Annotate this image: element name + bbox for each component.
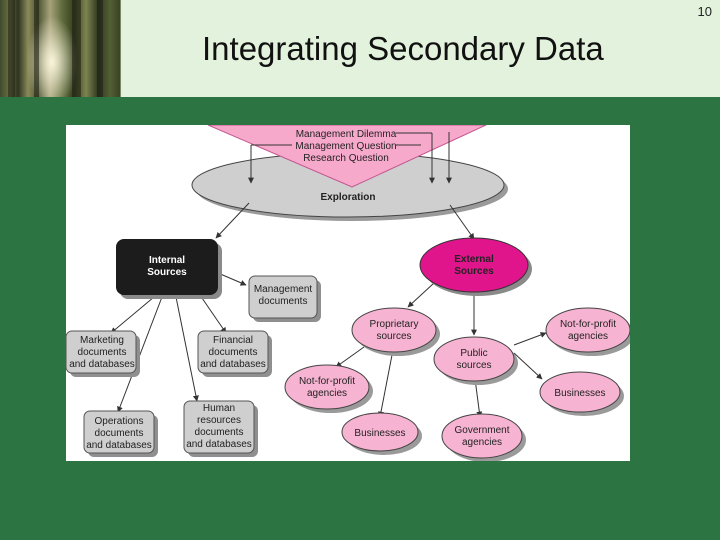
nfp-left-line-2: agencies bbox=[307, 388, 347, 399]
hr-line-3: documents bbox=[195, 427, 244, 438]
nfp-agencies-left-node: Not-for-profit agencies bbox=[284, 364, 373, 413]
forest-photo bbox=[0, 0, 121, 97]
government-line-1: Government bbox=[454, 425, 509, 436]
public-sources-node: Public sources bbox=[433, 336, 518, 385]
businesses-right-node: Businesses bbox=[539, 371, 624, 416]
connectors bbox=[110, 202, 547, 418]
operations-line-2: documents bbox=[95, 428, 144, 439]
nfp-agencies-right-node: Not-for-profit agencies bbox=[545, 307, 630, 356]
human-resources-node: Human resources documents and databases bbox=[183, 400, 258, 457]
businesses-left-label: Businesses bbox=[354, 428, 405, 439]
external-line-1: External bbox=[454, 254, 494, 265]
operations-line-3: and databases bbox=[86, 440, 152, 451]
public-line-1: Public bbox=[460, 348, 487, 359]
proprietary-line-1: Proprietary bbox=[370, 319, 419, 330]
public-line-2: sources bbox=[456, 360, 491, 371]
operations-node: Operations documents and databases bbox=[83, 410, 158, 457]
slide-number: 10 bbox=[697, 4, 712, 19]
hr-line-1: Human bbox=[203, 403, 235, 414]
funnel-label-3: Research Question bbox=[303, 153, 389, 164]
proprietary-line-2: sources bbox=[376, 331, 411, 342]
secondary-data-diagram: Management Dilemma Management Question R… bbox=[66, 125, 630, 461]
slide-header: 10 Integrating Secondary Data bbox=[0, 0, 720, 97]
management-documents-node: Management documents bbox=[248, 275, 321, 322]
hr-line-2: resources bbox=[197, 415, 241, 426]
internal-line-2: Sources bbox=[147, 267, 187, 278]
hr-line-4: and databases bbox=[186, 439, 252, 450]
financial-line-2: documents bbox=[209, 347, 258, 358]
funnel-label-1: Management Dilemma bbox=[296, 129, 397, 140]
businesses-right-label: Businesses bbox=[554, 388, 605, 399]
financial-line-1: Financial bbox=[213, 335, 253, 346]
internal-line-1: Internal bbox=[149, 255, 185, 266]
marketing-line-1: Marketing bbox=[80, 335, 124, 346]
slide-title: Integrating Secondary Data bbox=[202, 30, 604, 67]
nfp-right-line-2: agencies bbox=[568, 331, 608, 342]
government-line-2: agencies bbox=[462, 437, 502, 448]
nfp-left-line-1: Not-for-profit bbox=[299, 376, 355, 387]
marketing-line-2: documents bbox=[78, 347, 127, 358]
mgmt-docs-line-2: documents bbox=[259, 296, 308, 307]
internal-sources-node: Internal Sources bbox=[116, 239, 222, 299]
management-funnel: Management Dilemma Management Question R… bbox=[207, 125, 487, 188]
operations-line-1: Operations bbox=[95, 416, 144, 427]
government-agencies-node: Government agencies bbox=[441, 413, 526, 461]
mgmt-docs-line-1: Management bbox=[254, 284, 313, 295]
proprietary-sources-node: Proprietary sources bbox=[351, 307, 440, 356]
businesses-left-node: Businesses bbox=[341, 412, 422, 455]
marketing-node: Marketing documents and databases bbox=[66, 330, 140, 377]
marketing-line-3: and databases bbox=[69, 359, 135, 370]
external-sources-node: External Sources bbox=[419, 237, 532, 296]
nfp-right-line-1: Not-for-profit bbox=[560, 319, 616, 330]
financial-node: Financial documents and databases bbox=[197, 330, 272, 377]
external-line-2: Sources bbox=[454, 266, 494, 277]
exploration-label: Exploration bbox=[320, 192, 375, 203]
financial-line-3: and databases bbox=[200, 359, 266, 370]
funnel-label-2: Management Question bbox=[295, 141, 396, 152]
